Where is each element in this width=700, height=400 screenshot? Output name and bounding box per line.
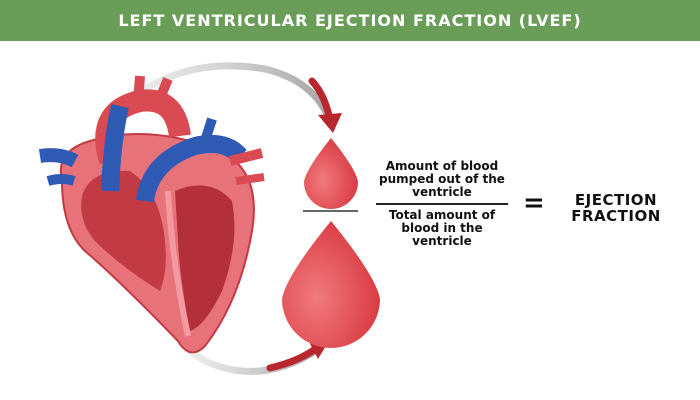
title-banner: LEFT VENTRICULAR EJECTION FRACTION (LVEF…	[0, 0, 700, 41]
formula-numerator: Amount of blood pumped out of the ventri…	[379, 159, 505, 199]
equals-sign: =	[523, 188, 545, 218]
heart-anatomy-icon	[38, 75, 265, 354]
formula-denominator: Total amount of blood in the ventricle	[388, 207, 496, 248]
fraction-line	[376, 203, 508, 205]
formula-fraction: Amount of blood pumped out of the ventri…	[372, 160, 512, 248]
small-blood-drop-icon	[304, 138, 358, 209]
page-title: LEFT VENTRICULAR EJECTION FRACTION (LVEF…	[118, 11, 582, 30]
formula-result: EJECTION FRACTION	[571, 191, 661, 225]
large-blood-drop-icon	[282, 221, 380, 348]
lvef-diagram	[38, 62, 380, 375]
